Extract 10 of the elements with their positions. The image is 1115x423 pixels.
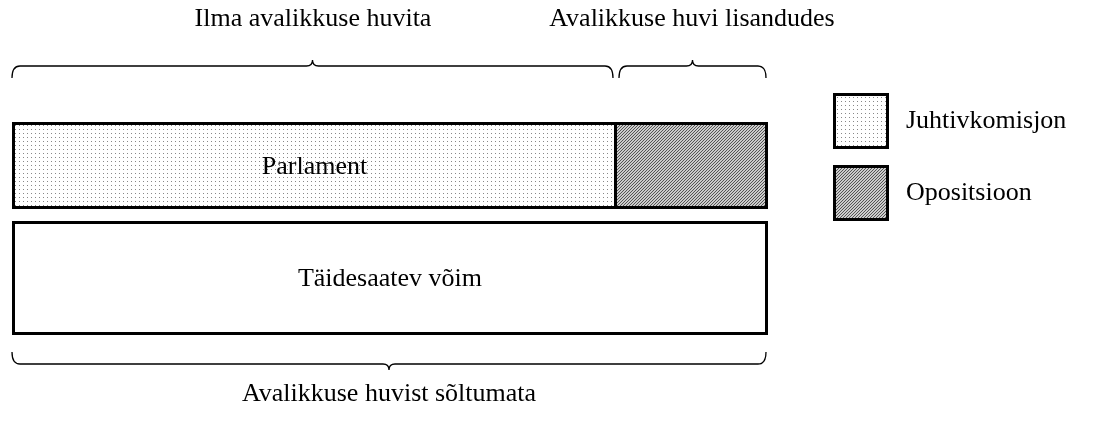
process-box: [12, 122, 617, 209]
shaded-box: [614, 122, 768, 209]
legend-label: Opositsioon: [906, 177, 1032, 207]
brace-label: Avalikkuse huvi lisandudes: [549, 3, 835, 33]
legend-label: Juhtivkomisjon: [906, 105, 1067, 135]
box-label: Parlament: [260, 150, 369, 181]
process-box: [12, 221, 768, 335]
brace-label: Avalikkuse huvist sõltumata: [241, 378, 537, 408]
box-label: Täidesaatev võim: [296, 263, 484, 293]
brace-label: Ilma avalikkuse huvita: [194, 3, 432, 33]
